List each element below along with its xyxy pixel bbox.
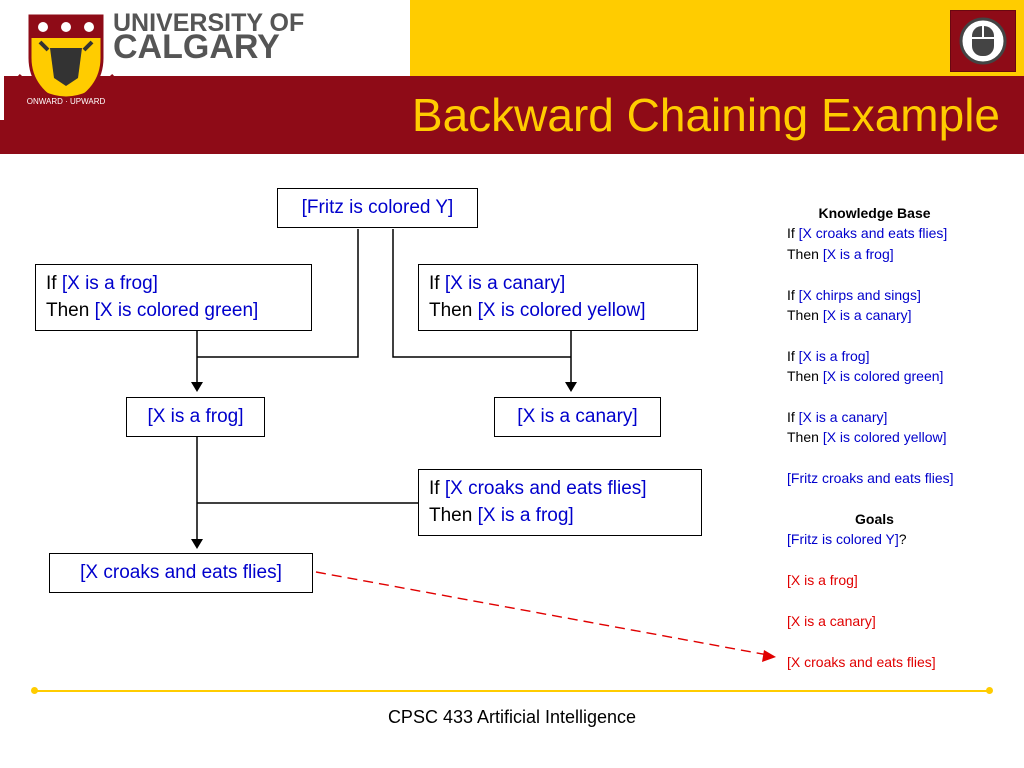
connector-goal-canary-yellow: [392, 229, 571, 358]
then-keyword: Then: [429, 300, 478, 321]
footer-divider: [34, 690, 990, 692]
goal-first-text: [Fritz is colored Y]: [787, 531, 899, 548]
then-keyword: Then: [787, 307, 823, 324]
kb-conclusion: [X is a frog]: [822, 245, 894, 262]
rule-conclusion: [X is colored green]: [94, 300, 259, 321]
header-title-band: [0, 76, 1024, 154]
footer-divider-right-dot: [986, 687, 993, 694]
croaks-box-text: [X croaks and eats flies]: [80, 562, 282, 583]
kb-condition: [X is a canary]: [798, 409, 888, 426]
rule-condition: [X is a canary]: [444, 273, 566, 294]
department-logo: [950, 10, 1016, 72]
slide-title: Backward Chaining Example: [411, 89, 1000, 141]
if-keyword: If: [787, 225, 799, 242]
goal-item: [X is a canary]: [787, 613, 876, 630]
mouse-icon: [959, 17, 1007, 65]
rule-canary-yellow-then-line: Then [X is colored yellow]: [429, 297, 697, 324]
kb-rule-1-if: If [X croaks and eats flies]: [787, 223, 1017, 243]
frog-box: [X is a frog]: [126, 397, 265, 437]
goals-heading: Goals: [855, 511, 894, 528]
dashed-arrowhead: [762, 650, 776, 662]
then-keyword: Then: [429, 505, 478, 526]
then-keyword: Then: [787, 245, 823, 262]
kb-condition: [X croaks and eats flies]: [798, 225, 948, 242]
rule-condition: [X croaks and eats flies]: [444, 478, 647, 499]
goal-first-suffix: ?: [898, 531, 907, 548]
university-name-line2: CALGARY: [113, 28, 280, 66]
if-keyword: If: [46, 273, 62, 294]
if-keyword: If: [429, 478, 445, 499]
rule-conclusion: [X is colored yellow]: [477, 300, 646, 321]
goal-item: [X is a frog]: [787, 572, 858, 589]
kb-rule-1-then: Then [X is a frog]: [787, 244, 1017, 264]
header-left-edge: [0, 76, 4, 120]
rule-croaks-frog-then-line: Then [X is a frog]: [429, 502, 701, 529]
knowledge-base-heading: Knowledge Base: [818, 205, 931, 221]
rule-frog-green-then-line: Then [X is colored green]: [46, 297, 311, 324]
frog-box-text: [X is a frog]: [147, 406, 244, 427]
kb-conclusion: [X is colored yellow]: [822, 429, 947, 446]
kb-rule-2-then: Then [X is a canary]: [787, 305, 1017, 325]
rule-canary-yellow-box: If [X is a canary] Then [X is colored ye…: [418, 264, 698, 331]
kb-condition: [X is a frog]: [798, 347, 870, 364]
then-keyword: Then: [787, 429, 823, 446]
university-crest-icon: ONWARD · UPWARD: [12, 14, 120, 108]
rule-croaks-frog-if-line: If [X croaks and eats flies]: [429, 475, 701, 502]
rule-canary-yellow-if-line: If [X is a canary]: [429, 270, 697, 297]
then-keyword: Then: [46, 300, 95, 321]
connector-goal-frog-green: [197, 229, 359, 358]
rule-frog-green-if-line: If [X is a frog]: [46, 270, 311, 297]
rule-croaks-frog-box: If [X croaks and eats flies] Then [X is …: [418, 469, 702, 536]
rule-condition: [X is a frog]: [61, 273, 158, 294]
canary-box-text: [X is a canary]: [517, 406, 638, 427]
if-keyword: If: [787, 286, 799, 303]
kb-fact: [Fritz croaks and eats flies]: [787, 470, 954, 487]
arrowhead-canary: [565, 382, 577, 392]
university-name-line1: UNIVERSITY OF: [113, 9, 305, 37]
crest-motto: ONWARD · UPWARD: [27, 97, 106, 106]
if-keyword: If: [787, 409, 799, 426]
goal-item: [X croaks and eats flies]: [787, 653, 936, 670]
kb-rule-3-if: If [X is a frog]: [787, 346, 1017, 366]
rule-conclusion: [X is a frog]: [477, 505, 574, 526]
kb-conclusion: [X is colored green]: [822, 368, 944, 385]
if-keyword: If: [787, 347, 799, 364]
kb-rule-3-then: Then [X is colored green]: [787, 366, 1017, 386]
goal-fritz-colored-box: [Fritz is colored Y]: [277, 188, 478, 228]
kb-rule-4-then: Then [X is colored yellow]: [787, 427, 1017, 447]
arrowhead-croaks: [191, 539, 203, 549]
then-keyword: Then: [787, 368, 823, 385]
rule-frog-green-box: If [X is a frog] Then [X is colored gree…: [35, 264, 312, 331]
if-keyword: If: [429, 273, 445, 294]
knowledge-base-panel: Knowledge Base If [X croaks and eats fli…: [787, 203, 1017, 672]
goal-first: [Fritz is colored Y]?: [787, 529, 1017, 549]
footer-divider-left-dot: [31, 687, 38, 694]
kb-rule-4-if: If [X is a canary]: [787, 407, 1017, 427]
kb-rule-2-if: If [X chirps and sings]: [787, 285, 1017, 305]
kb-condition: [X chirps and sings]: [798, 286, 921, 303]
goal-fritz-colored-text: [Fritz is colored Y]: [301, 197, 454, 218]
kb-conclusion: [X is a canary]: [822, 307, 912, 324]
croaks-box: [X croaks and eats flies]: [49, 553, 313, 593]
arrowhead-frog: [191, 382, 203, 392]
dashed-arrow-to-goal: [315, 571, 769, 656]
canary-box: [X is a canary]: [494, 397, 661, 437]
footer-course-name: CPSC 433 Artificial Intelligence: [387, 707, 637, 727]
